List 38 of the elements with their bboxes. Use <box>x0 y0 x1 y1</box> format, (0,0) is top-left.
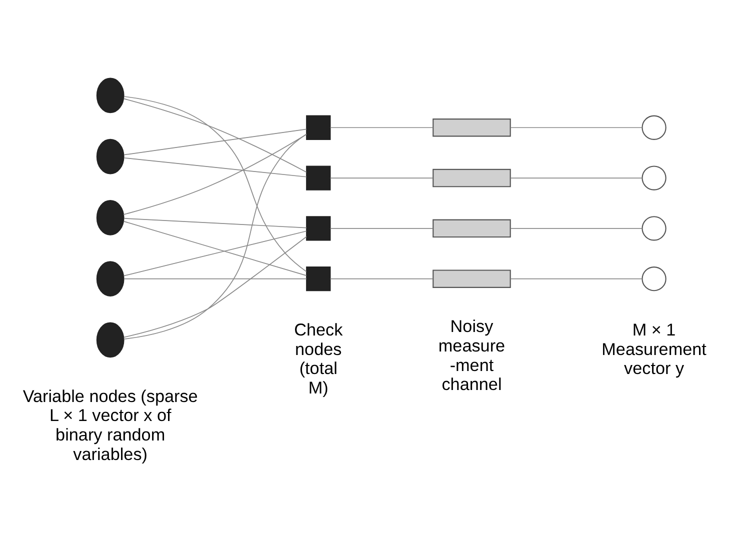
connector <box>124 128 307 156</box>
node-circle <box>642 266 666 292</box>
node-box <box>306 166 331 190</box>
node-circle <box>96 200 124 236</box>
connector <box>124 157 307 178</box>
node-circle <box>642 166 666 190</box>
connector <box>124 218 307 228</box>
node-box <box>306 115 331 140</box>
connector <box>124 278 307 280</box>
label: Variable nodes (sparse L × 1 vector x of binary random variables) <box>22 386 198 464</box>
connector <box>330 127 434 128</box>
connector <box>123 220 307 276</box>
connector <box>123 230 307 276</box>
connector <box>123 134 307 215</box>
connector <box>124 96 307 272</box>
connector <box>510 278 643 280</box>
label: Noisy measure -ment channel <box>438 316 506 394</box>
node-box <box>432 219 511 238</box>
label: Check nodes (total M) <box>294 319 343 398</box>
connector <box>510 127 643 128</box>
node-circle <box>96 138 124 174</box>
node-circle <box>642 216 666 241</box>
node-circle <box>96 261 124 297</box>
node-box <box>432 270 511 288</box>
label: M × 1 Measurement vector y <box>602 319 706 378</box>
node-box <box>432 118 511 137</box>
connector <box>123 134 307 340</box>
connector <box>123 236 307 338</box>
node-circle <box>96 322 124 358</box>
connector <box>330 228 434 229</box>
connector <box>510 228 643 229</box>
node-box <box>432 168 511 188</box>
connector <box>123 98 307 173</box>
node-box <box>306 266 331 292</box>
connector <box>330 278 434 280</box>
node-circle <box>96 78 124 114</box>
node-box <box>306 216 331 241</box>
node-circle <box>642 115 666 140</box>
